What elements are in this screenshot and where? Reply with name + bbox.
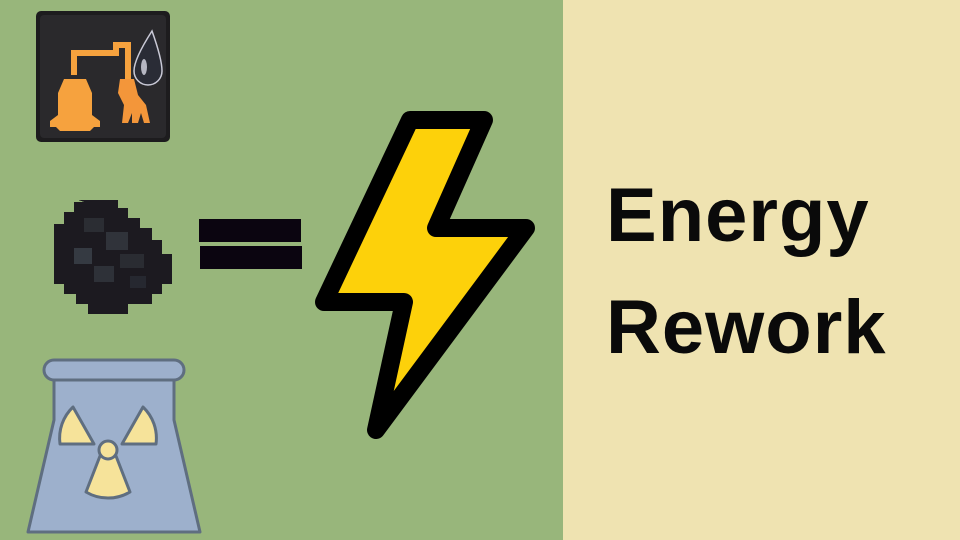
lightning-bolt-icon: [315, 111, 535, 439]
title-line-1: Energy: [606, 173, 870, 258]
title-line-2: Rework: [606, 285, 887, 370]
oil-refinery-icon: [36, 11, 170, 142]
page-title: Energy Rework: [606, 160, 887, 384]
nuclear-reactor-icon: [26, 358, 202, 534]
right-panel: [563, 0, 960, 540]
equals-icon: [199, 219, 302, 269]
coal-icon: [54, 200, 172, 314]
